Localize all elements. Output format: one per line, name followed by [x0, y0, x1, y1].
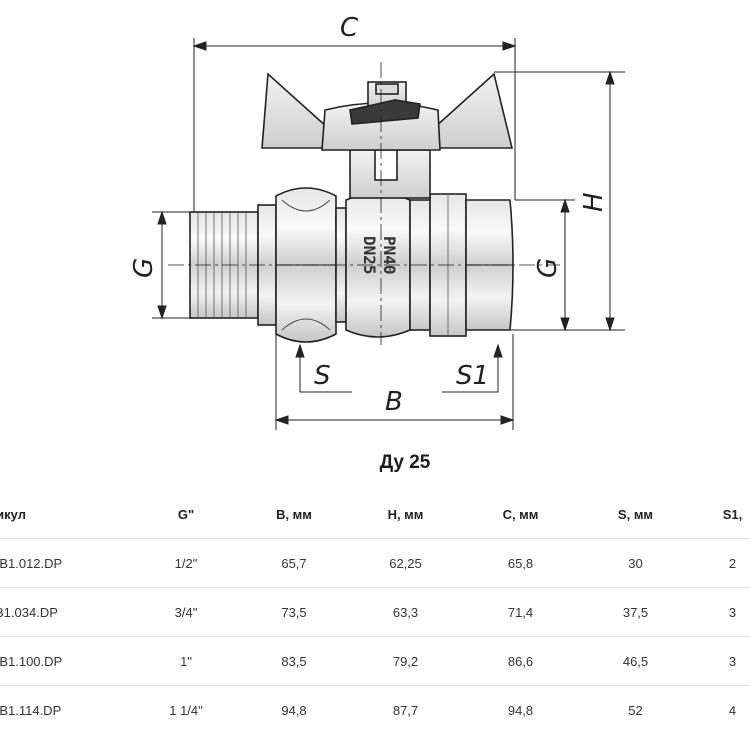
dim-label-c: C — [340, 13, 359, 43]
cell-c: 71,4 — [463, 587, 578, 637]
header-b: B, мм — [276, 506, 312, 522]
cell-g: 1 1/4" — [132, 685, 240, 734]
table-row: ).NB1.100.DP 1" 83,5 79,2 86,6 46,5 3 — [0, 636, 750, 686]
cell-article: ).NB1.114.DP — [0, 685, 132, 734]
cell-h: 79,2 — [348, 636, 463, 686]
cell-c: 94,8 — [463, 685, 578, 734]
cell-c: 65,8 — [463, 538, 578, 588]
size-caption: Ду 25 — [379, 452, 431, 473]
cell-s1: 3 — [693, 587, 750, 637]
spec-table: ртикул G" B, мм H, мм C, мм S, мм S1, ).… — [0, 490, 750, 734]
cell-s: 52 — [578, 685, 693, 734]
table-row: ).NB1.012.DP 1/2" 65,7 62,25 65,8 30 2 — [0, 538, 750, 588]
butterfly-handle — [261, 72, 514, 151]
cell-b: 73,5 — [240, 587, 348, 637]
cell-s: 30 — [578, 538, 693, 588]
table-row: .NB1.034.DP 3/4" 73,5 63,3 71,4 37,5 3 — [0, 587, 750, 637]
table-row: ).NB1.114.DP 1 1/4" 94,8 87,7 94,8 52 4 — [0, 685, 750, 734]
cell-h: 87,7 — [348, 685, 463, 734]
cell-article: ).NB1.012.DP — [0, 538, 132, 588]
cell-s1: 3 — [693, 636, 750, 686]
dim-label-h: H — [579, 192, 609, 212]
svg-text:DN25: DN25 — [360, 236, 379, 275]
dim-label-b: B — [385, 387, 403, 417]
cell-s: 46,5 — [578, 636, 693, 686]
cell-article: .NB1.034.DP — [0, 587, 132, 637]
valve-technical-drawing: PN40 DN25 — [129, 13, 625, 430]
dim-label-g-right: G — [533, 258, 563, 278]
body-marking: PN40 DN25 — [360, 236, 399, 275]
cell-g: 3/4" — [132, 587, 240, 637]
cell-h: 62,25 — [348, 538, 463, 588]
table-header-row: ртикул G" B, мм H, мм C, мм S, мм S1, — [0, 490, 750, 539]
cell-c: 86,6 — [463, 636, 578, 686]
cell-b: 65,7 — [240, 538, 348, 588]
header-g: G" — [177, 506, 195, 522]
cell-s1: 4 — [693, 685, 750, 734]
dim-label-g-left: G — [129, 258, 159, 278]
header-s1: S1, — [722, 506, 743, 522]
svg-text:PN40: PN40 — [380, 236, 399, 275]
header-h: H, мм — [387, 506, 424, 522]
dim-label-s: S — [314, 361, 331, 391]
dimension-lines — [152, 38, 625, 430]
center-lines — [168, 62, 560, 345]
cell-b: 94,8 — [240, 685, 348, 734]
cell-b: 83,5 — [240, 636, 348, 686]
header-s: S, мм — [617, 506, 654, 522]
cell-g: 1/2" — [132, 538, 240, 588]
cell-g: 1" — [132, 636, 240, 686]
cell-article: ).NB1.100.DP — [0, 636, 132, 686]
valve-body — [189, 149, 514, 343]
cell-h: 63,3 — [348, 587, 463, 637]
header-article: ртикул — [0, 506, 26, 522]
header-c: C, мм — [502, 506, 539, 522]
cell-s1: 2 — [693, 538, 750, 588]
dim-label-s1: S1 — [456, 361, 489, 391]
cell-s: 37,5 — [578, 587, 693, 637]
